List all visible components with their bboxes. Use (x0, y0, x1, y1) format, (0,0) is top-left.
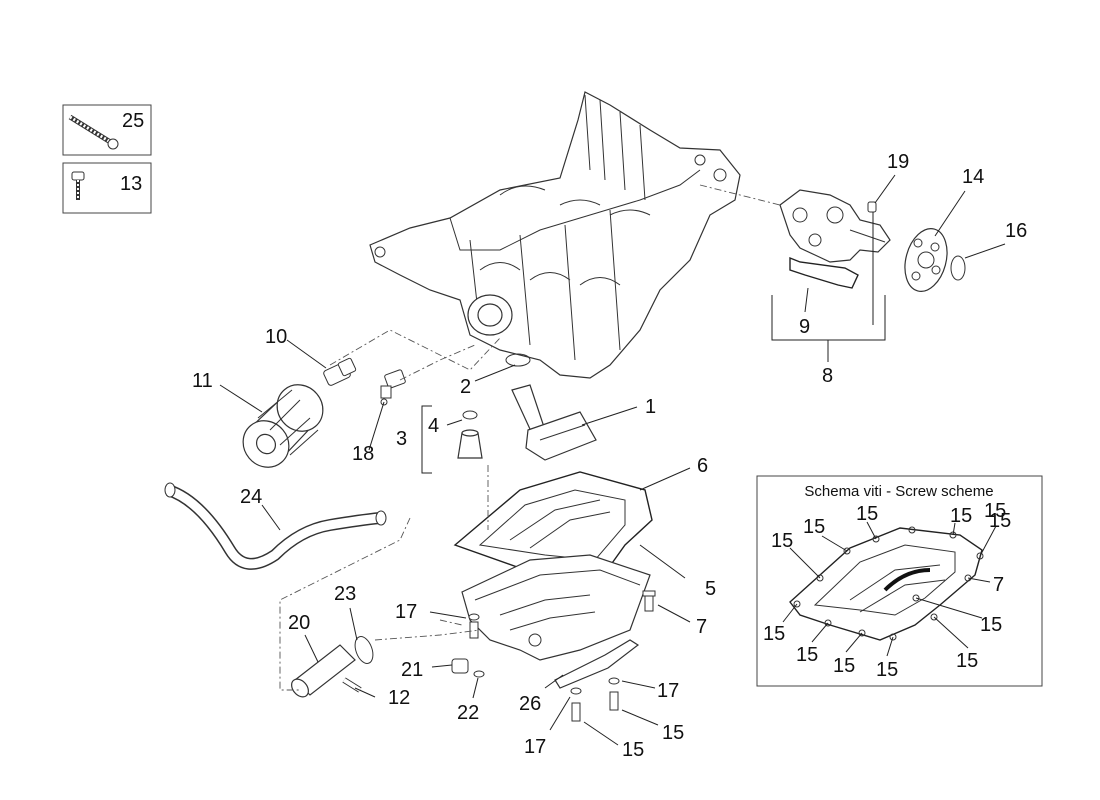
bolt-15b (570, 687, 582, 722)
sensor-18 (380, 369, 406, 406)
callout-22: 22 (457, 702, 479, 724)
bracket-8 (771, 295, 886, 341)
short-screw-icon (71, 171, 85, 200)
callout-26: 26 (519, 693, 541, 715)
callout-15b: 15 (622, 739, 644, 761)
legend-label-25: 25 (122, 110, 144, 132)
drain-plug-21 (451, 658, 469, 674)
plug-3 (457, 429, 483, 459)
circlip-16 (950, 255, 966, 281)
inset-callout-15-11: 15 (876, 659, 898, 681)
thermostat-20 (291, 644, 356, 698)
bracket-26 (554, 639, 640, 689)
leader-lines (219, 174, 1006, 746)
bolt-15a (608, 677, 620, 711)
long-bolt-icon (68, 114, 119, 150)
callout-17a: 17 (395, 601, 417, 623)
pump-gasket-9 (789, 256, 859, 289)
callout-17b: 17 (657, 680, 679, 702)
pump-pin-19 (867, 201, 877, 213)
inset-callout-15-6: 15 (984, 500, 1006, 522)
callout-16: 16 (1005, 220, 1027, 242)
bolt-17a (468, 613, 480, 639)
screw-12 (342, 677, 362, 693)
oil-strainer (511, 384, 597, 461)
bracket-3 (421, 405, 432, 474)
oil-filter (242, 384, 324, 468)
inset-callout-15-8: 15 (763, 623, 785, 645)
inset-callout-15-2: 15 (856, 503, 878, 525)
inset-callout-15-5: 15 (771, 530, 793, 552)
legend-box-screw: 13 (62, 162, 152, 214)
washer-22 (473, 670, 485, 678)
callout-17c: 17 (524, 736, 546, 758)
callout-15a: 15 (662, 722, 684, 744)
oil-pipe-24 (164, 482, 387, 570)
callout-6: 6 (697, 455, 708, 477)
callout-11: 11 (192, 370, 213, 392)
callout-24: 24 (240, 486, 262, 508)
inset-gasket (789, 526, 984, 641)
callout-5: 5 (705, 578, 716, 600)
inset-callout-15-9: 15 (796, 644, 818, 666)
callout-3: 3 (396, 428, 407, 450)
inset-callout-15-3: 15 (950, 505, 972, 527)
inset-callout-15-4: 15 (989, 510, 1011, 532)
screw-scheme-inset: Schema viti - Screw scheme (756, 475, 1043, 687)
oring-23 (354, 636, 374, 664)
inset-callout-15-1: 15 (803, 516, 825, 538)
oring-4 (462, 410, 478, 420)
callout-8: 8 (822, 365, 833, 387)
inset-callout-7: 7 (993, 574, 1004, 596)
legend-label-13: 13 (120, 173, 142, 195)
bolt-7 (642, 590, 656, 612)
legend-box-bolt: 25 (62, 104, 152, 156)
callout-20: 20 (288, 612, 310, 634)
inset-callout-15-10: 15 (833, 655, 855, 677)
callout-7: 7 (696, 616, 707, 638)
callout-1: 1 (645, 396, 656, 418)
callout-4: 4 (428, 415, 439, 437)
callout-2: 2 (460, 376, 471, 398)
callout-23: 23 (334, 583, 356, 605)
pump-cover-14 (904, 228, 948, 292)
oil-pump (779, 189, 891, 263)
oring-2 (505, 353, 531, 367)
oil-pan (461, 554, 651, 661)
callout-14: 14 (962, 166, 984, 188)
engine-crankcase (369, 91, 741, 379)
callout-12: 12 (388, 687, 410, 709)
callout-19: 19 (887, 151, 909, 173)
fitting-10 (323, 357, 357, 386)
inset-leader-lines (782, 521, 997, 657)
inset-callout-15-13: 15 (980, 614, 1002, 636)
callout-18: 18 (352, 443, 374, 465)
inset-callout-15-12: 15 (956, 650, 978, 672)
callout-21: 21 (401, 659, 423, 681)
callout-10: 10 (265, 326, 287, 348)
inset-title: Schema viti - Screw scheme (804, 483, 993, 500)
callout-9: 9 (799, 316, 810, 338)
